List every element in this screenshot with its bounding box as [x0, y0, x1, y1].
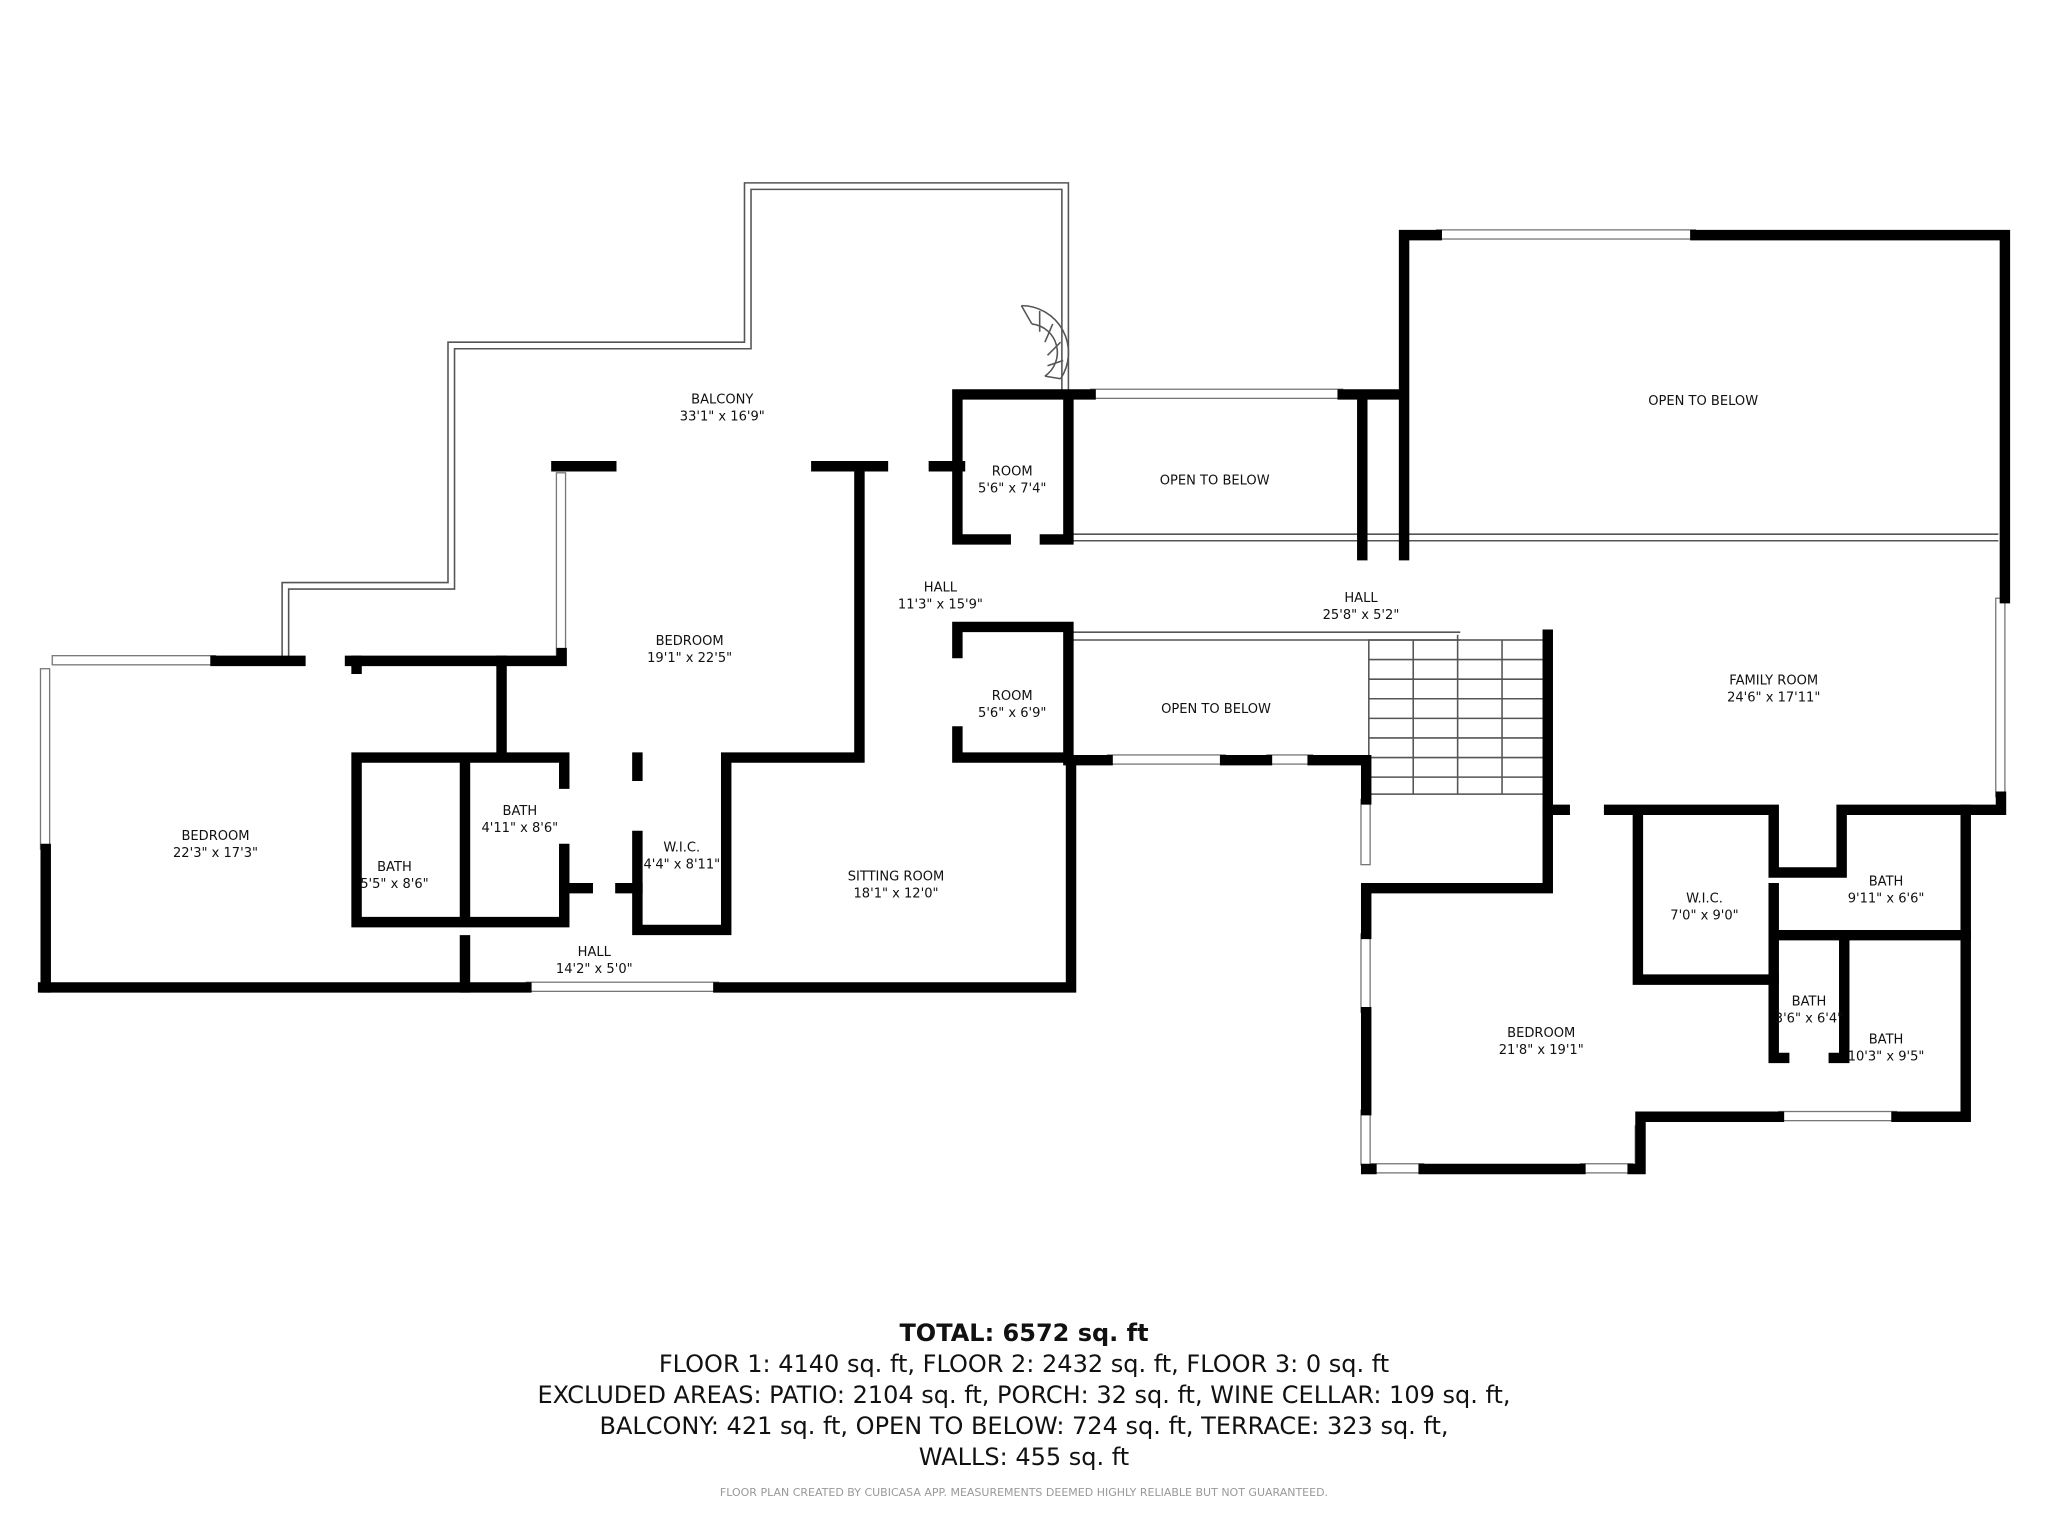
label-hall-a: HALL — [578, 945, 612, 960]
label-room-b: ROOM — [992, 689, 1033, 704]
label-bath-d: BATH — [1792, 995, 1827, 1010]
excluded-areas-1: EXCLUDED AREAS: PATIO: 2104 sq. ft, PORC… — [537, 1381, 1511, 1409]
label-bedroom-right: BEDROOM — [1507, 1026, 1575, 1041]
dim-room-a: 5'6" x 7'4" — [978, 481, 1046, 496]
dim-bath-a: 5'5" x 8'6" — [360, 877, 428, 892]
dim-hall-b: 11'3" x 15'9" — [898, 598, 983, 613]
dim-bath-c: 9'11" x 6'6" — [1848, 892, 1925, 907]
disclaimer: FLOOR PLAN CREATED BY CUBICASA APP. MEAS… — [719, 1486, 1329, 1499]
label-bath-b: BATH — [503, 804, 538, 819]
label-open-c: OPEN TO BELOW — [1648, 394, 1758, 409]
dim-bath-b: 4'11" x 8'6" — [481, 821, 558, 836]
dim-hall-a: 14'2" x 5'0" — [556, 962, 633, 977]
dim-bath-e: 10'3" x 9'5" — [1848, 1050, 1925, 1065]
total-area: TOTAL: 6572 sq. ft — [899, 1319, 1149, 1347]
dim-bedroom-left: 22'3" x 17'3" — [173, 846, 258, 861]
label-wic-a: W.I.C. — [663, 841, 700, 856]
label-bedroom-mid: BEDROOM — [656, 634, 724, 649]
dim-bath-d: 3'6" x 6'4" — [1775, 1012, 1843, 1027]
balcony-railing — [281, 182, 1070, 659]
label-balcony: BALCONY — [691, 393, 753, 408]
interior-railings — [1068, 533, 1999, 641]
label-open-a: OPEN TO BELOW — [1160, 474, 1270, 489]
staircase — [1368, 634, 1548, 795]
dim-sitting-room: 18'1" x 12'0" — [854, 886, 939, 901]
area-summary: TOTAL: 6572 sq. ft FLOOR 1: 4140 sq. ft,… — [0, 1318, 2048, 1473]
dim-bedroom-mid: 19'1" x 22'5" — [647, 651, 732, 666]
spiral-stair — [1020, 304, 1070, 380]
label-sitting-room: SITTING ROOM — [848, 869, 945, 884]
label-open-b: OPEN TO BELOW — [1161, 702, 1271, 717]
excluded-areas-2: BALCONY: 421 sq. ft, OPEN TO BELOW: 724 … — [599, 1412, 1449, 1440]
label-family-room: FAMILY ROOM — [1729, 673, 1818, 688]
dim-wic-b: 7'0" x 9'0" — [1670, 909, 1738, 924]
walls-area: WALLS: 455 sq. ft — [918, 1443, 1130, 1471]
label-bath-c: BATH — [1869, 875, 1904, 890]
walls — [37, 229, 2011, 1175]
label-bath-a: BATH — [377, 860, 412, 875]
windows — [39, 229, 2006, 1174]
label-bath-e: BATH — [1869, 1033, 1904, 1048]
label-bedroom-left: BEDROOM — [181, 829, 249, 844]
label-hall-c: HALL — [1344, 591, 1378, 606]
label-hall-b: HALL — [924, 581, 958, 596]
floor-areas: FLOOR 1: 4140 sq. ft, FLOOR 2: 2432 sq. … — [658, 1350, 1390, 1378]
dim-room-b: 5'6" x 6'9" — [978, 706, 1046, 721]
label-room-a: ROOM — [992, 464, 1033, 479]
dim-hall-c: 25'8" x 5'2" — [1323, 608, 1400, 623]
label-wic-b: W.I.C. — [1686, 892, 1723, 907]
room-labels: BALCONY 33'1" x 16'9" BEDROOM 22'3" x 17… — [173, 393, 1924, 1065]
dim-balcony: 33'1" x 16'9" — [680, 410, 765, 425]
dim-bedroom-right: 21'8" x 19'1" — [1499, 1043, 1584, 1058]
dim-family-room: 24'6" x 17'11" — [1727, 690, 1820, 705]
dim-wic-a: 4'4" x 8'11" — [643, 858, 720, 873]
